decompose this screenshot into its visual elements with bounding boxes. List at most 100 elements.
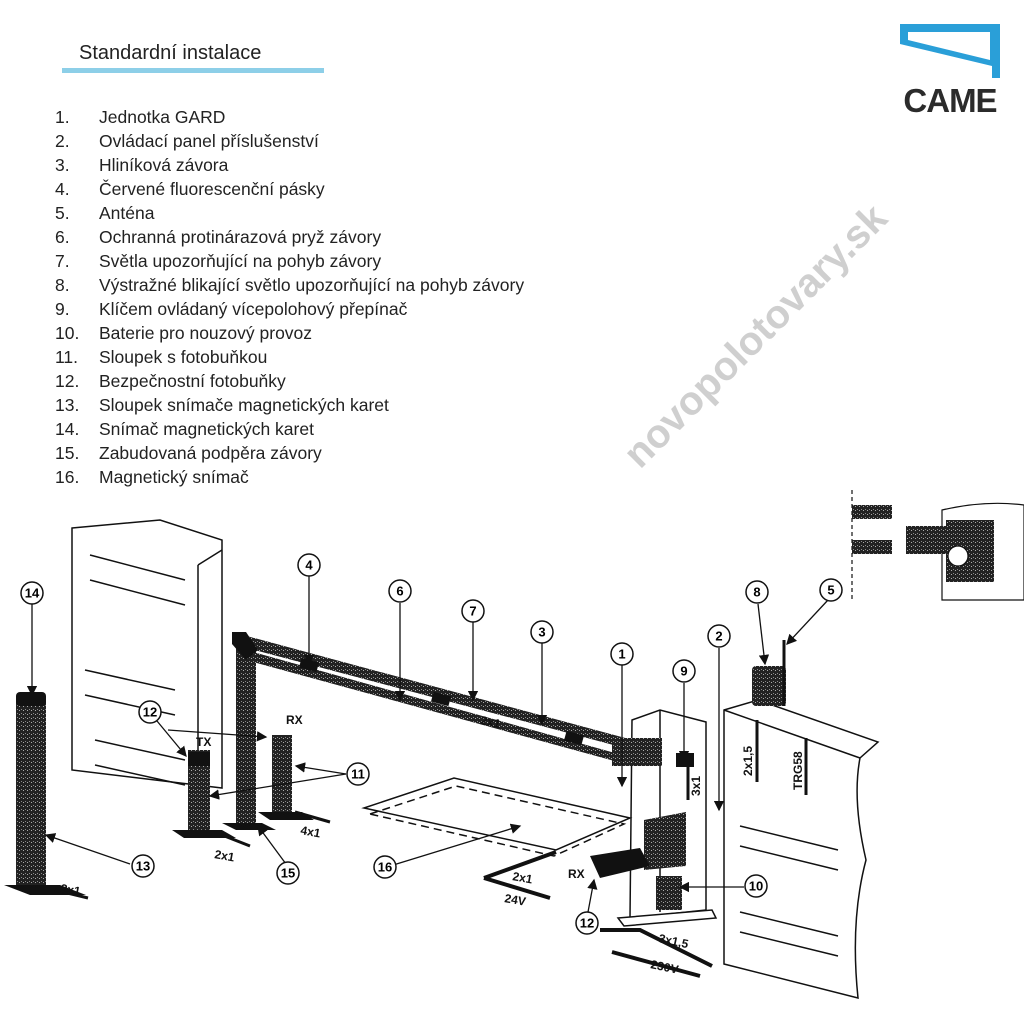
callout-circle (346, 762, 370, 786)
callout-circle (610, 642, 634, 666)
callout-8: 8 (745, 580, 769, 604)
callout-number: 11 (351, 767, 365, 782)
legend-item: 10.Baterie pro nouzový provoz (55, 321, 524, 345)
legend-item: 3. Hliníková závora (55, 153, 524, 177)
callout-10: 10 (744, 874, 768, 898)
callout-12: 12 (575, 911, 599, 935)
callout-circle (672, 659, 696, 683)
callout-5: 5 (819, 578, 843, 602)
legend-item: 4. Červené fluorescenční pásky (55, 177, 524, 201)
callout-7: 7 (461, 599, 485, 623)
detail-inset (851, 490, 1024, 601)
legend-number: 13. (55, 395, 80, 415)
legend-label: Hliníková závora (99, 155, 229, 175)
label-rx-post: RX (286, 713, 303, 727)
callout-number: 15 (281, 866, 295, 881)
legend-number: 16. (55, 467, 80, 487)
tx-photocell-post (172, 750, 251, 848)
callout-number: 3 (538, 625, 545, 640)
magnetic-loop (361, 777, 633, 900)
callout-number: 8 (753, 585, 760, 600)
callout-circle (373, 855, 397, 879)
callout-12: 12 (138, 700, 162, 724)
legend-number: 15. (55, 443, 80, 463)
callout-circle (461, 599, 485, 623)
legend-number: 8. (55, 275, 70, 295)
legend-label: Sloupek s fotobuňkou (99, 347, 268, 367)
legend-number: 7. (55, 251, 70, 271)
callout-number: 14 (25, 586, 40, 601)
callout-1: 1 (610, 642, 634, 666)
legend-item: 9.Klíčem ovládaný vícepolohový přepínač (55, 297, 524, 321)
legend-label: Anténa (99, 203, 155, 223)
legend-number: 3. (55, 155, 70, 175)
legend-label: Ochranná protinárazová pryž závory (99, 227, 382, 247)
legend-label: Jednotka GARD (99, 107, 226, 127)
callout-number: 12 (143, 705, 157, 720)
callout-number: 10 (749, 879, 763, 894)
callout-circle (276, 861, 300, 885)
label-cable-tx: 2x1 (213, 847, 235, 864)
callout-circle (744, 874, 768, 898)
legend-number: 14. (55, 419, 80, 439)
barrier-arm (232, 632, 640, 768)
callout-11: 11 (346, 762, 370, 786)
legend-item: 11. Sloupek s fotobuňkou (55, 345, 524, 369)
label-cable-16-a: 2x1 (511, 869, 533, 886)
callout-circle (745, 580, 769, 604)
logo-flag-icon (900, 24, 1000, 78)
label-cable-8: 2x1,5 (741, 746, 755, 776)
rx-photocell-post (258, 735, 331, 824)
legend-number: 12. (55, 371, 80, 391)
callout-2: 2 (707, 624, 731, 648)
callout-circle (297, 553, 321, 577)
callout-6: 6 (388, 579, 412, 603)
label-cable-beam: 2x1 (479, 713, 502, 731)
callout-number: 16 (378, 860, 392, 875)
callout-number: 9 (680, 664, 687, 679)
callout-circle (138, 700, 162, 724)
watermark: novopolotovary.sk (615, 195, 896, 476)
page-title: Standardní instalace (79, 42, 262, 64)
legend-item: 7.Světla upozorňující na pohyb závory (55, 249, 524, 273)
legend-label: Bezpečnostní fotobuňky (99, 371, 286, 391)
callout-14: 14 (20, 581, 44, 605)
callout-circle (819, 578, 843, 602)
label-cable-5: TRG58 (791, 751, 805, 790)
legend-item: 16. Magnetický snímač (55, 465, 524, 489)
callout-number: 12 (580, 916, 594, 931)
title-underline (62, 68, 324, 73)
legend-item: 12. Bezpečnostní fotobuňky (55, 369, 524, 393)
legend-label: Výstražné blikající světlo upozorňující … (99, 275, 525, 295)
card-reader-post (4, 692, 89, 900)
legend-label: Baterie pro nouzový provoz (99, 323, 313, 343)
label-cable-16-b: 24V (503, 891, 526, 908)
legend-number: 11. (55, 347, 79, 367)
legend-number: 6. (55, 227, 70, 247)
legend-number: 2. (55, 131, 70, 151)
logo-text: CAME (903, 82, 997, 119)
label-rx-unit: RX (568, 867, 585, 881)
callout-number: 7 (469, 604, 476, 619)
legend-label: Ovládací panel příslušenství (99, 131, 319, 151)
leader-lines (26, 576, 829, 913)
label-cable-rx: 4x1 (299, 823, 321, 840)
callout-number: 4 (305, 558, 313, 573)
callout-3: 3 (530, 620, 554, 644)
callout-13: 13 (131, 854, 155, 878)
callout-16: 16 (373, 855, 397, 879)
callout-number: 5 (827, 583, 834, 598)
callout-number: 6 (396, 584, 403, 599)
legend-item: 14.Snímač magnetických karet (55, 417, 524, 441)
gard-unit (590, 709, 718, 927)
label-power-a: 3x1,5 (657, 931, 690, 951)
legend-label: Magnetický snímač (99, 467, 249, 487)
legend-label: Červené fluorescenční pásky (99, 179, 325, 199)
callout-9: 9 (672, 659, 696, 683)
right-wall (723, 640, 880, 999)
callout-15: 15 (276, 861, 300, 885)
callout-circle (131, 854, 155, 878)
legend-number: 4. (55, 179, 70, 199)
